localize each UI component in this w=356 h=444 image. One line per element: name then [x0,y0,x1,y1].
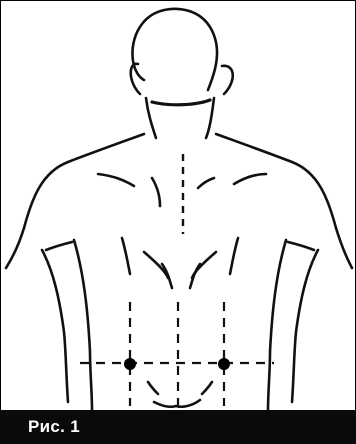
right-trapezius [234,174,266,184]
torso-right [268,240,286,410]
right-ear [222,66,233,94]
caption-bar: Рис. 1 [0,410,356,444]
back-illustration [2,2,355,411]
left-point [124,358,136,370]
neck-right [206,98,214,138]
left-arm-inner [42,250,68,402]
right-scapula [230,238,238,274]
left-lat [144,252,168,278]
hairline [152,100,210,105]
right-arm-inner [292,250,318,402]
left-scapula [122,238,130,274]
torso-left [74,240,92,410]
sacrum-lines [148,382,212,394]
left-scapula-top [152,178,160,206]
head-outline [132,9,217,90]
left-trapezius [98,174,134,186]
left-lower-curve [162,264,172,288]
left-shoulder-blade-curve [46,242,72,250]
right-scapula-top [198,178,214,188]
figure-caption: Рис. 1 [28,417,80,437]
right-shoulder-blade-curve [288,242,314,250]
right-point [218,358,230,370]
